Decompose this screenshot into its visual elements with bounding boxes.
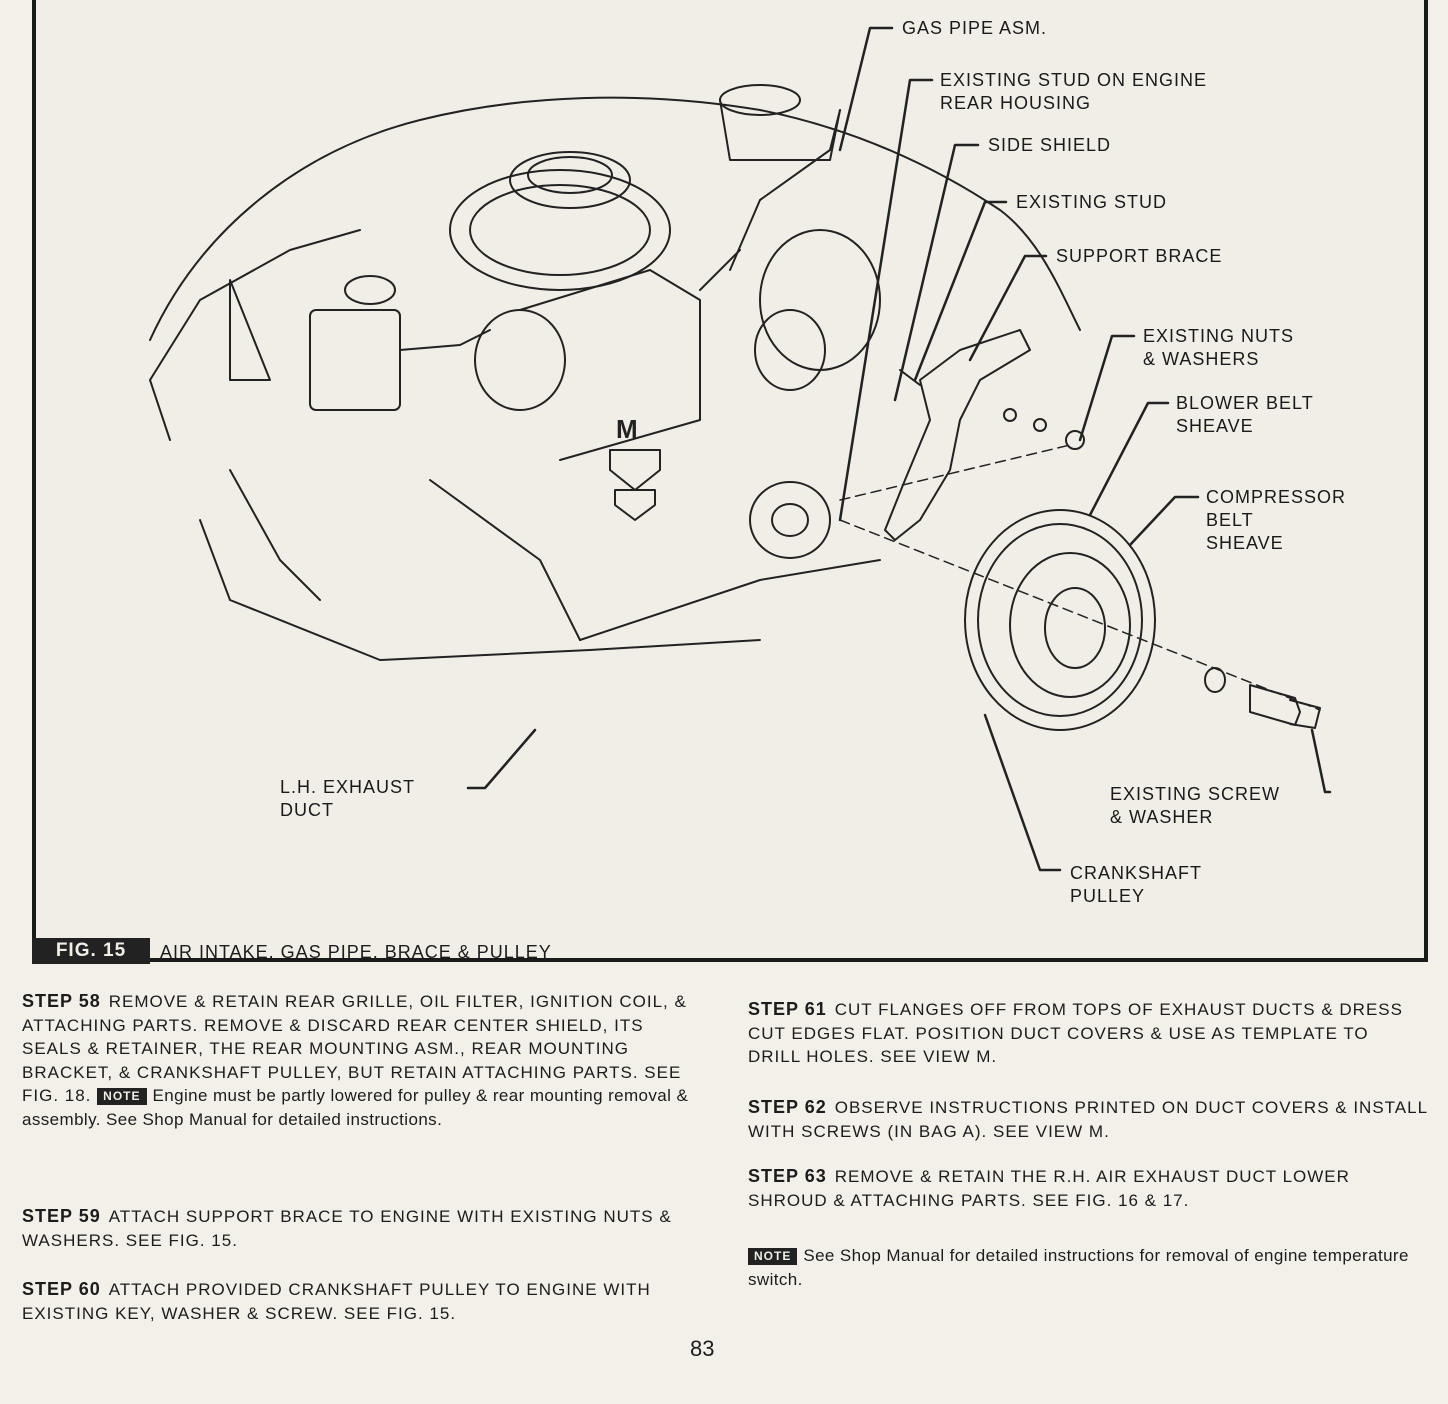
label-side-shield: SIDE SHIELD — [988, 134, 1111, 157]
label-line: CRANKSHAFT — [1070, 863, 1203, 883]
view-m-letter: M — [616, 414, 638, 444]
step-label: STEP 59 — [22, 1206, 101, 1226]
label-line: EXISTING STUD ON ENGINE — [940, 70, 1208, 90]
engine-illustration: M — [149, 26, 1332, 872]
label-line: SHEAVE — [1176, 416, 1254, 436]
label-crankshaft-pulley: CRANKSHAFT PULLEY — [1070, 862, 1202, 908]
label-support-brace: SUPPORT BRACE — [1056, 245, 1222, 268]
crankshaft-pulley — [964, 509, 1156, 731]
label-text: GAS PIPE ASM. — [902, 18, 1048, 38]
step-text: ATTACH PROVIDED CRANKSHAFT PULLEY TO ENG… — [22, 1280, 651, 1323]
page-number: 83 — [690, 1336, 715, 1361]
label-line: COMPRESSOR — [1206, 487, 1347, 507]
step-label: STEP 58 — [22, 991, 101, 1011]
figure-number-badge: FIG. 15 — [32, 938, 150, 964]
label-gas-pipe: GAS PIPE ASM. — [902, 17, 1047, 40]
label-line: BLOWER BELT — [1176, 393, 1314, 413]
view-m-arrow — [609, 449, 661, 491]
label-existing-stud-rear: EXISTING STUD ON ENGINE REAR HOUSING — [940, 69, 1207, 115]
note-text: Engine must be partly lowered for pulley… — [22, 1086, 689, 1129]
step-label: STEP 61 — [748, 999, 827, 1019]
label-line: BELT — [1206, 510, 1254, 530]
label-text: EXISTING STUD — [1016, 192, 1168, 212]
blower-housing — [474, 309, 566, 411]
note-badge: NOTE — [97, 1088, 147, 1105]
existing-screw — [1249, 684, 1301, 726]
label-existing-screw: EXISTING SCREW & WASHER — [1110, 783, 1280, 829]
label-text: SIDE SHIELD — [988, 135, 1112, 155]
note-text: See Shop Manual for detailed instruction… — [748, 1246, 1409, 1289]
step-text: ATTACH SUPPORT BRACE TO ENGINE WITH EXIS… — [22, 1207, 672, 1250]
label-compressor-belt-sheave: COMPRESSOR BELT SHEAVE — [1206, 486, 1346, 555]
label-line: EXISTING NUTS — [1143, 326, 1295, 346]
label-line: & WASHERS — [1143, 349, 1260, 369]
step-text: CUT FLANGES OFF FROM TOPS OF EXHAUST DUC… — [748, 1000, 1403, 1066]
label-line: DUCT — [280, 800, 334, 820]
label-line: EXISTING SCREW — [1110, 784, 1281, 804]
gas-pipe — [729, 109, 841, 271]
step-label: STEP 63 — [748, 1166, 827, 1186]
engine-block-outline — [149, 96, 1081, 341]
label-text: SUPPORT BRACE — [1056, 246, 1223, 266]
step-text: OBSERVE INSTRUCTIONS PRINTED ON DUCT COV… — [748, 1098, 1428, 1141]
washer — [1204, 667, 1226, 693]
label-existing-nuts: EXISTING NUTS & WASHERS — [1143, 325, 1294, 371]
label-blower-belt-sheave: BLOWER BELT SHEAVE — [1176, 392, 1314, 438]
label-lh-exhaust-duct: L.H. EXHAUST DUCT — [280, 776, 415, 822]
step-text: REMOVE & RETAIN REAR GRILLE, OIL FILTER,… — [22, 992, 687, 1105]
figure-title: AIR INTAKE, GAS PIPE, BRACE & PULLEY — [160, 942, 552, 962]
step-label: STEP 60 — [22, 1279, 101, 1299]
label-line: & WASHER — [1110, 807, 1214, 827]
label-line: L.H. EXHAUST — [280, 777, 416, 797]
step-label: STEP 62 — [748, 1097, 827, 1117]
step-text: REMOVE & RETAIN THE R.H. AIR EXHAUST DUC… — [748, 1167, 1350, 1210]
support-brace — [884, 329, 1031, 541]
figure-caption: FIG. 15 AIR INTAKE, GAS PIPE, BRACE & PU… — [32, 936, 732, 966]
label-line: PULLEY — [1070, 886, 1146, 906]
label-existing-stud: EXISTING STUD — [1016, 191, 1167, 214]
label-line: REAR HOUSING — [940, 93, 1092, 113]
air-intake-ring — [509, 151, 631, 209]
label-line: SHEAVE — [1206, 533, 1284, 553]
note-badge: NOTE — [748, 1248, 798, 1265]
